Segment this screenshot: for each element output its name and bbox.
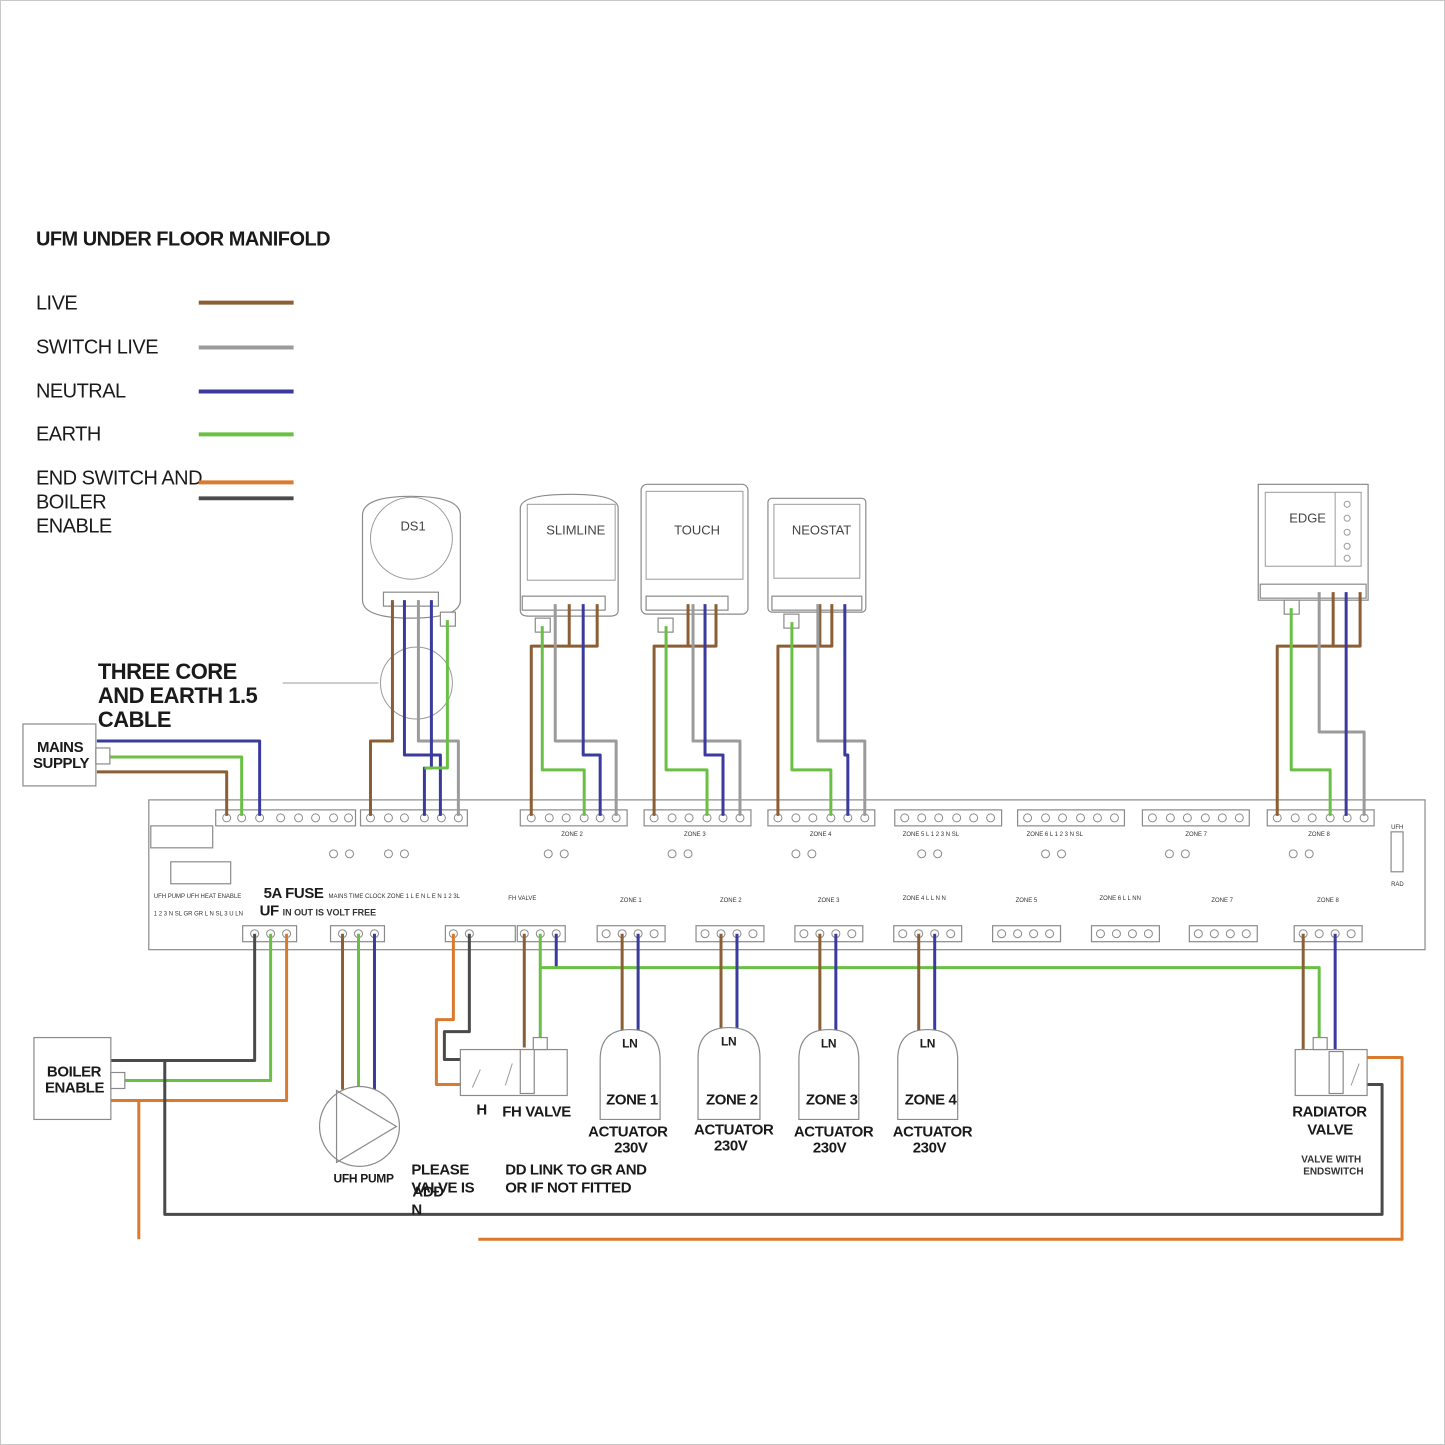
board-zone2-label: ZONE 2 <box>561 832 583 838</box>
dd-link-note: DD LINK TO GR AND OR IF NOT FITTED <box>505 1161 647 1196</box>
board-mains-clock-text: MAINS TIME CLOCK ZONE 1 L E N L E N 1 2 … <box>329 894 461 900</box>
board-lower-zone6-label: ZONE 6 L L NN <box>1099 896 1140 902</box>
board-mid-text: UFH PUMP UFH HEAT ENABLE 5A FUSE MAINS T… <box>154 885 461 920</box>
board-lower-zone3-label: ZONE 3 <box>818 898 840 904</box>
actuator-3-zone: ZONE 3 <box>806 1091 858 1108</box>
board-lower-zone2-label: ZONE 2 <box>720 898 742 904</box>
legend-endswitch-label-2: BOILER <box>36 491 106 513</box>
thermostat-ds1-label: DS1 <box>400 518 425 533</box>
please-note-line2a: VALVE IS <box>411 1179 474 1196</box>
please-note-line3: N <box>411 1201 421 1218</box>
thermostat-slimline-label: SLIMLINE <box>546 522 605 537</box>
please-note: PLEASE VALVE IS ADD N <box>411 1161 475 1218</box>
please-note-line1: PLEASE <box>411 1161 469 1178</box>
actuator-4-line2: 230V <box>913 1139 947 1156</box>
board-upper-labels: ZONE 2 ZONE 3 ZONE 4 ZONE 5 L 1 2 3 N SL… <box>561 832 1330 838</box>
board-lower-zone4-label: ZONE 4 L L N N <box>903 896 946 902</box>
mains-supply-line1: MAINS <box>37 739 84 756</box>
radiator-valve-line2: VALVE <box>1307 1121 1353 1138</box>
legend-switch-live-label: SWITCH LIVE <box>36 337 158 359</box>
actuator-3-line1: ACTUATOR <box>794 1123 874 1140</box>
boiler-enable: BOILER ENABLE <box>33 1036 126 1121</box>
actuator-1-zone: ZONE 1 <box>606 1091 658 1108</box>
actuator-2-line1: ACTUATOR <box>694 1121 774 1138</box>
ufh-pump-label: UFH PUMP <box>334 1171 394 1185</box>
cable-note-line2: AND EARTH 1.5 <box>98 683 258 708</box>
fh-valve: H FH VALVE <box>459 1036 572 1120</box>
radiator-valve-note2: ENDSWITCH <box>1303 1166 1363 1177</box>
board-lower-zone7-label: ZONE 7 <box>1211 898 1233 904</box>
actuator-3-ln: LN <box>821 1037 836 1051</box>
board-lower-zone1-label: ZONE 1 <box>620 898 642 904</box>
legend-endswitch-label: END SWITCH AND <box>36 467 202 489</box>
board-ufh-label: UFH <box>1391 825 1403 831</box>
fh-valve-h-label: H <box>476 1101 486 1118</box>
fh-valve-label: FH VALVE <box>502 1103 571 1120</box>
legend: LIVE SWITCH LIVE NEUTRAL EARTH END SWITC… <box>36 293 294 537</box>
board-lower-zone5-label: ZONE 5 <box>1016 898 1038 904</box>
board-zone6-label: ZONE 6 L 1 2 3 N SL <box>1027 832 1084 838</box>
mains-supply: MAINS SUPPLY <box>22 723 111 787</box>
fuse-sub-label: IN OUT IS VOLT FREE <box>283 908 377 918</box>
radiator-valve-line1: RADIATOR <box>1292 1103 1367 1120</box>
cable-note-line1: THREE CORE <box>98 659 237 684</box>
please-note-line2b: ADD <box>412 1183 444 1200</box>
dd-link-line2: OR IF NOT FITTED <box>505 1179 631 1196</box>
thermostat-touch-label: TOUCH <box>674 522 720 537</box>
legend-earth-label: EARTH <box>36 423 101 445</box>
dd-link-line1: DD LINK TO GR AND <box>505 1161 647 1178</box>
diagram-title: UFM UNDER FLOOR MANIFOLD <box>36 229 330 251</box>
boiler-enable-line1: BOILER <box>47 1064 102 1081</box>
boiler-enable-line2: ENABLE <box>45 1079 105 1096</box>
board-lower-labels: FH VALVE ZONE 1 ZONE 2 ZONE 3 ZONE 4 L L… <box>508 896 1339 904</box>
actuator-1-line2: 230V <box>614 1139 648 1156</box>
actuator-1-ln: LN <box>622 1037 637 1051</box>
thermostat-neostat-label: NEOSTAT <box>792 522 851 537</box>
lower-terminal-blocks <box>242 925 1363 943</box>
board-zone4-label: ZONE 4 <box>810 832 832 838</box>
thermostat-edge: EDGE <box>1257 483 1369 615</box>
cable-note: THREE CORE AND EARTH 1.5 CABLE <box>98 659 258 732</box>
actuator-zone-4: LN ZONE 4 ACTUATOR 230V <box>893 1028 973 1156</box>
board-left-text-1: UFH PUMP UFH HEAT ENABLE <box>154 894 241 900</box>
board-left-text-2: 1 2 3 N SL GR GR L N SL 3 U LN <box>154 912 243 918</box>
actuator-3-line2: 230V <box>813 1139 847 1156</box>
board-zone8-label: ZONE 8 <box>1308 832 1330 838</box>
actuator-1-line1: ACTUATOR <box>588 1123 668 1140</box>
actuator-4-ln: LN <box>920 1037 935 1051</box>
board-fhvalve-label: FH VALVE <box>508 896 536 902</box>
cable-callout-circle <box>379 646 453 720</box>
board-rad-label: RAD <box>1391 882 1404 888</box>
thermostat-ds1: DS1 <box>361 495 461 627</box>
mains-supply-line2: SUPPLY <box>33 755 90 772</box>
thermostat-slimline: SLIMLINE <box>519 493 619 633</box>
board-zone7-label: ZONE 7 <box>1185 832 1207 838</box>
actuator-2-zone: ZONE 2 <box>706 1091 758 1108</box>
legend-endswitch-label-3: ENABLE <box>36 515 112 537</box>
board-lower-zone8-label: ZONE 8 <box>1317 898 1339 904</box>
actuator-2-line2: 230V <box>714 1137 748 1154</box>
board-zone5-label: ZONE 5 L 1 2 3 N SL <box>903 832 960 838</box>
wires <box>96 592 1404 1241</box>
thermostat-edge-label: EDGE <box>1289 510 1326 525</box>
board-zone3-label: ZONE 3 <box>684 832 706 838</box>
actuator-4-zone: ZONE 4 <box>905 1091 958 1108</box>
actuator-2-ln: LN <box>721 1035 736 1049</box>
actuator-zone-3: LN ZONE 3 ACTUATOR 230V <box>794 1028 874 1156</box>
legend-neutral-label: NEUTRAL <box>36 380 126 402</box>
radiator-valve-note1: VALVE WITH <box>1301 1154 1361 1165</box>
fuse-label: 5A FUSE <box>264 885 324 902</box>
upper-terminal-blocks <box>215 809 1375 859</box>
actuator-4-line1: ACTUATOR <box>893 1123 973 1140</box>
legend-live-label: LIVE <box>36 293 77 315</box>
fuse-uf-label: UF <box>260 903 279 920</box>
cable-note-line3: CABLE <box>98 707 171 732</box>
thermostat-touch: TOUCH <box>640 483 749 633</box>
radiator-valve: RADIATOR VALVE VALVE WITH ENDSWITCH <box>1292 1036 1368 1177</box>
actuator-zone-2: LN ZONE 2 ACTUATOR 230V <box>694 1026 774 1154</box>
actuator-zone-1: LN ZONE 1 ACTUATOR 230V <box>588 1028 669 1156</box>
ufh-pump: UFH PUMP <box>318 1085 401 1185</box>
